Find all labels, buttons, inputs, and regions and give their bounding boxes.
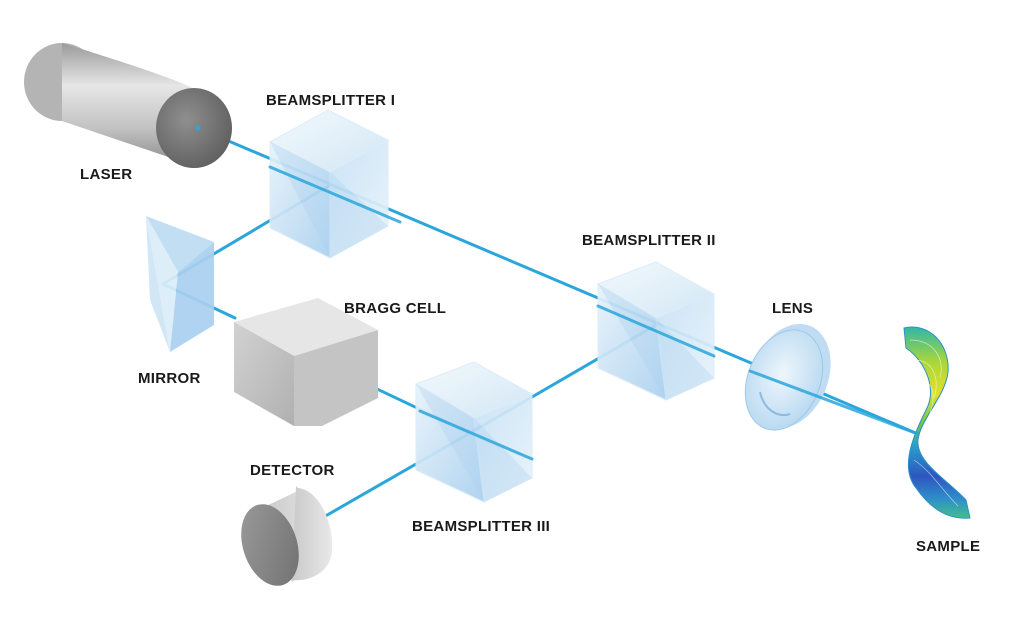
label-laser: LASER bbox=[80, 166, 133, 183]
label-beamsplitter-3: BEAMSPLITTER III bbox=[412, 518, 551, 535]
label-mirror: MIRROR bbox=[138, 370, 201, 387]
label-bragg-cell: BRAGG CELL bbox=[344, 300, 447, 317]
sample-icon bbox=[903, 326, 971, 519]
lens-icon bbox=[744, 323, 831, 431]
beamsplitter-1-icon bbox=[268, 109, 390, 259]
label-lens: LENS bbox=[772, 300, 814, 317]
label-beamsplitter-1: BEAMSPLITTER I bbox=[266, 92, 396, 109]
mirror-icon bbox=[146, 216, 214, 352]
detector-icon bbox=[241, 486, 333, 586]
bragg-cell-icon bbox=[234, 298, 378, 426]
label-beamsplitter-2: BEAMSPLITTER II bbox=[582, 232, 716, 249]
label-detector: DETECTOR bbox=[250, 462, 335, 479]
beam-overlay bbox=[268, 165, 920, 461]
beamsplitter-3-icon bbox=[414, 361, 534, 503]
label-sample: SAMPLE bbox=[916, 538, 981, 555]
laser-icon bbox=[24, 43, 232, 168]
